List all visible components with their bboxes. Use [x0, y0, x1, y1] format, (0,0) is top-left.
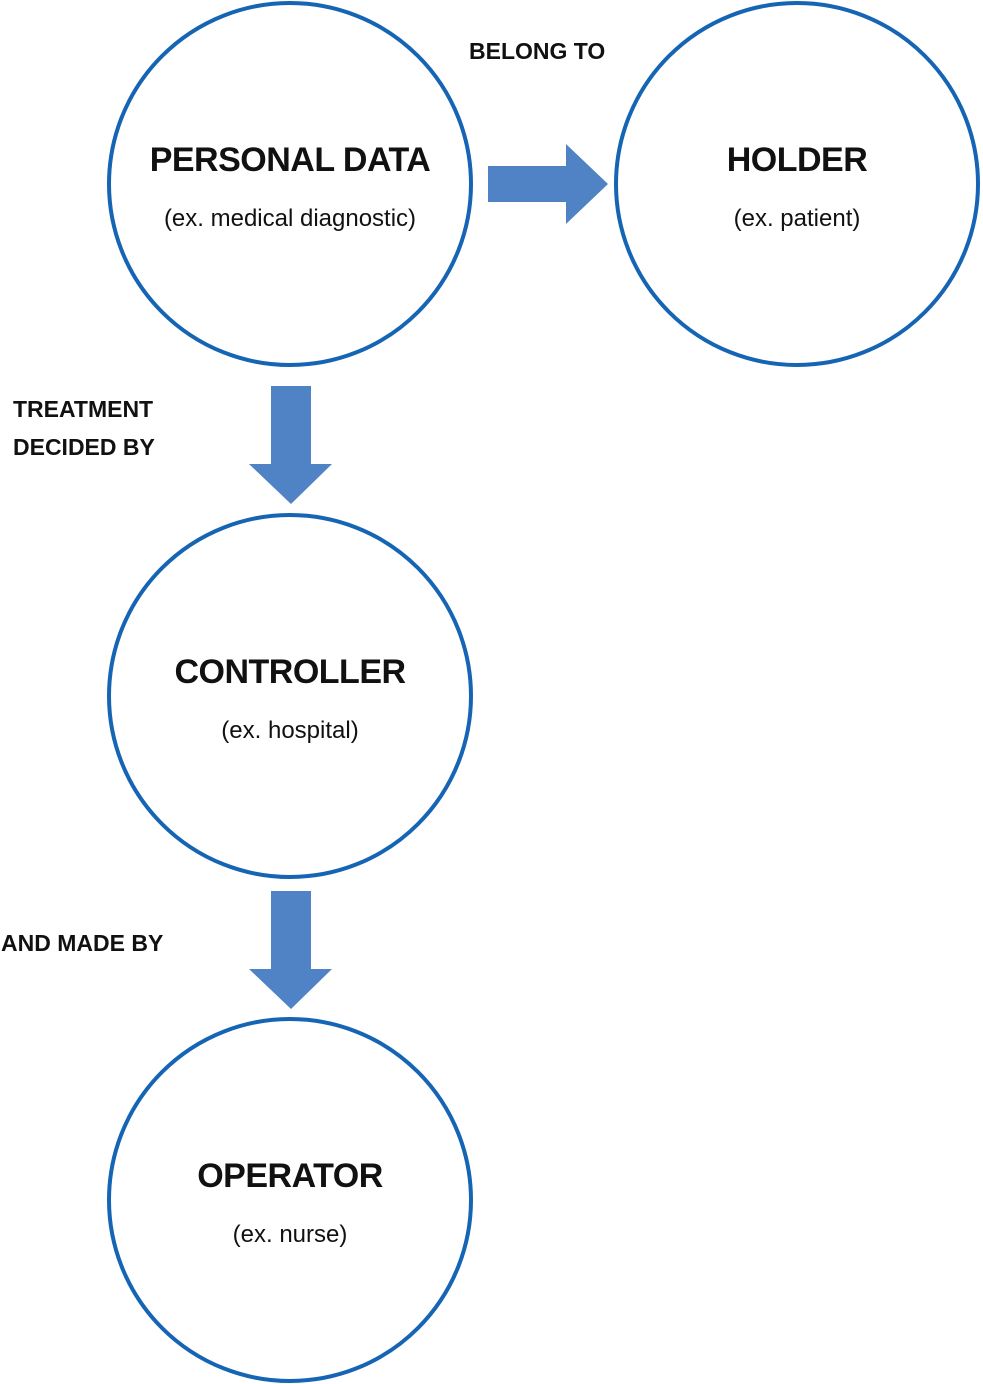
right-arrow-icon [488, 144, 608, 224]
treatment-decided-by-label: TREATMENT DECIDED BY [13, 390, 155, 466]
controller-title: CONTROLLER [174, 653, 406, 691]
operator-node: OPERATOR (ex. nurse) [107, 1017, 473, 1383]
holder-title: HOLDER [726, 141, 868, 179]
treatment-label-line-1: TREATMENT [13, 396, 154, 422]
personal-data-title: PERSONAL DATA [149, 141, 431, 179]
personal-data-node: PERSONAL DATA (ex. medical diagnostic) [107, 1, 473, 367]
personal-data-example: (ex. medical diagnostic) [163, 205, 417, 232]
belong-to-label-line-1: BELONG TO [469, 38, 606, 64]
controller-node: CONTROLLER (ex. hospital) [107, 513, 473, 879]
down-arrow-icon [249, 891, 332, 1009]
made-by-label-line-1: AND MADE BY [1, 930, 164, 956]
treatment-label-line-2: DECIDED BY [13, 434, 155, 460]
operator-title: OPERATOR [197, 1157, 383, 1195]
belong-to-label: BELONG TO [469, 32, 605, 70]
holder-example: (ex. patient) [733, 205, 861, 232]
operator-example: (ex. nurse) [232, 1221, 348, 1248]
made-by-label: AND MADE BY [1, 924, 163, 962]
down-arrow-icon [249, 386, 332, 504]
holder-node: HOLDER (ex. patient) [614, 1, 980, 367]
controller-example: (ex. hospital) [221, 717, 359, 744]
